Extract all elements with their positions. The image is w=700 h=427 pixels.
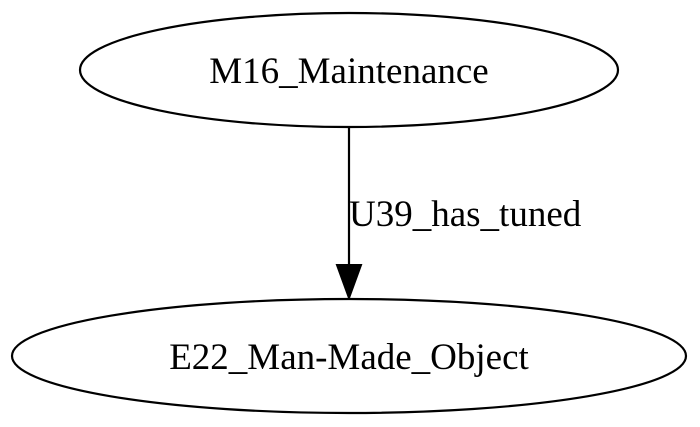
node-e22-man-made-object-ellipse (10, 297, 688, 415)
edge-u39-has-tuned-label: U39_has_tuned (349, 194, 582, 235)
edge-u39-has-tuned-arrowhead (335, 264, 363, 301)
edge-u39-has-tuned: U39_has_tuned (335, 127, 582, 301)
node-e22-man-made-object: E22_Man-Made_Object (10, 297, 688, 415)
node-e22-man-made-object-label: E22_Man-Made_Object (169, 337, 529, 378)
node-m16-maintenance: M16_Maintenance (78, 11, 620, 129)
node-m16-maintenance-label: M16_Maintenance (209, 51, 488, 92)
